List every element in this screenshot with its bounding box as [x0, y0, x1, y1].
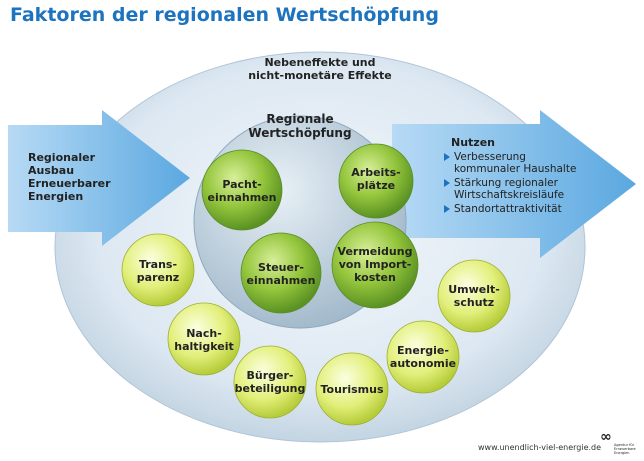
nutzen-item-text: Stärkung regionaler Wirtschaftskreisläuf…: [454, 177, 565, 201]
left-arrow-label: Regionaler Ausbau Erneuerbarer Energien: [28, 151, 111, 203]
label-arbeitsplaetze: Arbeits- plätze: [351, 166, 401, 192]
label-buergerbeteiligung: Bürger- beteiligung: [234, 369, 306, 395]
page-title: Faktoren der regionalen Wertschöpfung: [10, 4, 439, 26]
ball-nachhaltigkeit: [167, 302, 241, 376]
nutzen-heading: Nutzen: [451, 136, 495, 149]
footer-url: www.unendlich-viel-energie.de: [478, 443, 602, 452]
label-steuereinnahmen: Steuer- einnahmen: [246, 261, 316, 287]
infinity-logo-icon: ∞: [600, 429, 612, 445]
nutzen-item-text: Verbesserung kommunaler Haushalte: [454, 151, 577, 175]
ball-arbeitsplaetze: [338, 143, 414, 219]
center-label: Regionale Wertschöpfung: [248, 112, 352, 140]
ball-buergerbeteiligung: [233, 345, 307, 419]
logo-text: Agentur für Erneuerbare Energien: [614, 443, 636, 455]
label-nachhaltigkeit: Nach- haltigkeit: [174, 327, 234, 353]
nutzen-list: Verbesserung kommunaler Haushalte Stärku…: [444, 151, 604, 217]
label-transparenz: Trans- parenz: [136, 258, 180, 284]
nutzen-item: Standortattraktivität: [444, 203, 604, 215]
label-tourismus: Tourismus: [320, 383, 384, 396]
nutzen-item-text: Standortattraktivität: [454, 203, 562, 215]
outer-ring-label: Nebeneffekte und nicht-monetäre Effekte: [248, 56, 392, 82]
label-vermeidung-importkosten: Vermeidung von Import- kosten: [337, 245, 413, 284]
bullet-arrow-icon: [444, 153, 450, 161]
label-energieautonomie: Energie- autonomie: [389, 344, 457, 370]
nutzen-item: Stärkung regionaler Wirtschaftskreisläuf…: [444, 177, 604, 201]
ball-vermeidung-importkosten: [331, 221, 419, 309]
ball-transparenz: [121, 233, 195, 307]
agency-logo: ∞ Agentur für Erneuerbare Energien: [600, 429, 636, 457]
ball-pachteinnahmen: [201, 149, 283, 231]
bullet-arrow-icon: [444, 179, 450, 187]
ball-tourismus: [315, 352, 389, 426]
ball-umweltschutz: [437, 259, 511, 333]
nutzen-item: Verbesserung kommunaler Haushalte: [444, 151, 604, 175]
ball-energieautonomie: [386, 320, 460, 394]
right-output-arrow: [392, 110, 636, 258]
left-input-arrow: [8, 110, 190, 246]
ball-steuereinnahmen: [240, 232, 322, 314]
label-pachteinnahmen: Pacht- einnahmen: [207, 178, 277, 204]
bullet-arrow-icon: [444, 205, 450, 213]
label-umweltschutz: Umwelt- schutz: [448, 283, 500, 309]
